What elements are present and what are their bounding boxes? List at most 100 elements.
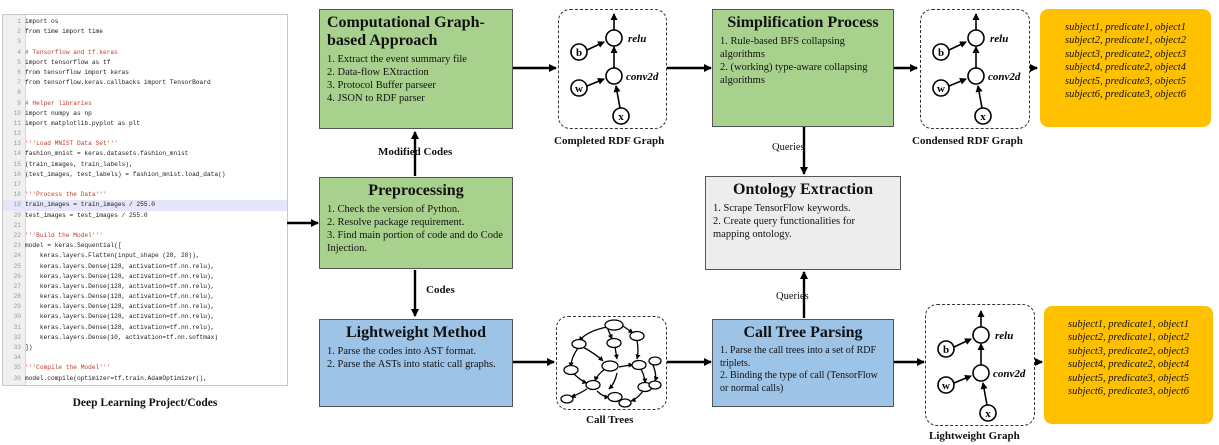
relu-label: relu [628,33,646,45]
line-number: 9 [17,99,21,107]
line-number: 4 [17,48,21,56]
code-text: import matplotlib.pyplot as plt [25,119,141,127]
triple-row: subject6, predicate3, object6 [1068,386,1189,398]
code-text: keras.layers.Dense(128, activation=tf.nn… [25,323,215,331]
lightweight-graph-drawing: b w x relu conv2d [937,310,1026,422]
code-line: 35 '''Compile the Model''' [3,363,287,373]
line-number: 23 [13,242,21,250]
lightweight-method-box: Lightweight Method 1. Parse the codes in… [319,319,513,407]
code-line: 37 loss='sparse_categorical_crossentropy… [3,384,287,386]
code-text: '''Load MNIST Data Set''' [25,140,118,148]
code-text: ]) [25,344,33,351]
relu-label: relu [995,330,1013,342]
node-x-label: x [618,111,624,123]
line-number: 26 [13,272,21,280]
line-number: 11 [13,119,21,127]
conv2d-label: conv2d [626,71,659,83]
code-line: 25 keras.layers.Dense(128, activation=tf… [3,262,287,272]
line-number: 33 [13,344,21,351]
computational-item: 3. Protocol Buffer parseer [327,80,436,91]
call-trees-caption: Call Trees [586,414,634,426]
code-line: 27 keras.layers.Dense(128, activation=tf… [3,282,287,292]
call-tree-parsing-box: Call Tree Parsing 1. Parse the call tree… [712,319,894,407]
edge-label-modified-codes: Modified Codes [378,146,453,158]
code-text: '''Build the Model''' [25,231,103,239]
line-number: 35 [13,364,21,372]
relu-label: relu [990,33,1008,45]
line-number: 36 [13,374,21,382]
computational-graph-box: Computational Graph-based Approach 1. Ex… [319,9,513,129]
triple-row: subject2, predicate1, object2 [1065,35,1186,47]
line-number: 14 [13,150,21,158]
completed-graph-caption: Completed RDF Graph [554,135,665,147]
code-text: train_images = train_images / 255.0 [25,201,155,209]
code-text: test_images = test_images / 255.0 [25,211,148,219]
condensed-graph-drawing: b w x relu conv2d [932,13,1021,125]
line-number: 16 [13,170,21,178]
lightweight-method-title: Lightweight Method [346,324,486,341]
line-number: 20 [13,211,21,219]
code-line: 3 [3,37,287,47]
simplification-box: Simplification Process 1. Rule-based BFS… [712,9,894,127]
triple-row: subject3, predicate2, object3 [1068,345,1189,357]
line-number: 17 [13,181,21,188]
triple-row: subject5, predicate3, object5 [1065,75,1186,87]
code-line: 29 keras.layers.Dense(128, activation=tf… [3,302,287,312]
code-text: import tensorflow as tf [25,58,111,66]
line-number: 24 [13,252,21,260]
lightweight-item: 1. Parse the codes into AST format. [327,346,477,357]
line-number: 18 [13,191,21,199]
line-number: 12 [13,130,21,138]
call-trees-drawing [560,319,662,408]
call-tree-item: 1. Parse the call trees into a set of RD… [720,345,877,369]
lightweight-item: 2. Parse the ASTs into static call graph… [327,359,496,370]
computational-item: 2. Data-flow EXtraction [327,67,429,78]
ontology-extraction-box: Ontology Extraction 1. Scrape TensorFlow… [705,176,901,270]
code-text: model = keras.Sequential([ [25,242,122,250]
call-tree-parsing-title: Call Tree Parsing [743,324,863,341]
line-number: 19 [13,201,21,209]
code-text: # Helper libraries [25,99,92,107]
line-number: 29 [13,303,21,311]
triple-row: subject2, predicate1, object2 [1068,332,1189,344]
code-text: keras.layers.Dense(128, activation=tf.nn… [25,272,215,280]
ontology-item: 2. Create query functionalities for mapp… [713,216,855,240]
code-line: 15(train_images, train_labels), [3,160,287,170]
code-line: 19 train_images = train_images / 255.0 [3,200,287,211]
node-w-label: w [575,83,583,95]
code-line: 18'''Process the Data''' [3,190,287,200]
code-line: 17 [3,180,287,190]
code-line: 12 [3,129,287,139]
code-text: import numpy as np [25,109,92,117]
line-number: 34 [13,354,21,362]
edge-label-queries-top: Queries [772,142,805,153]
simplification-title: Simplification Process [727,14,879,31]
code-text: '''Compile the Model''' [25,364,111,372]
line-number: 1 [17,18,21,25]
triple-row: subject6, predicate3, object6 [1065,89,1186,101]
code-text: keras.layers.Flatten(input_shape (28, 28… [25,252,200,260]
code-text: from tensorflow.keras.callbacks import T… [25,79,211,87]
line-number: 28 [13,293,21,301]
node-w-label: w [942,380,950,392]
node-b-label: b [576,47,582,59]
ontology-item: 1. Scrape TensorFlow keywords. [713,203,851,214]
line-number: 22 [13,231,21,239]
line-number: 5 [17,58,21,66]
line-number: 7 [17,79,21,87]
preprocessing-box: Preprocessing 1. Check the version of Py… [319,177,513,269]
code-text: keras.layers.Dense(128, activation=tf.nn… [25,313,215,321]
line-number: 25 [13,262,21,270]
node-x-label: x [985,408,991,420]
triple-row: subject3, predicate2, object3 [1065,48,1186,60]
rdf-triples-top: subject1, predicate1, object1 subject2, … [1040,9,1211,127]
line-number: 31 [13,323,21,331]
code-line: 33]) [3,343,287,353]
line-number: 15 [13,160,21,168]
code-text: keras.layers.Dense(128, activation=tf.nn… [25,282,215,290]
condensed-graph-caption: Condensed RDF Graph [912,135,1023,147]
code-text: (test_images, test_labels) = fashion_mni… [25,170,226,178]
